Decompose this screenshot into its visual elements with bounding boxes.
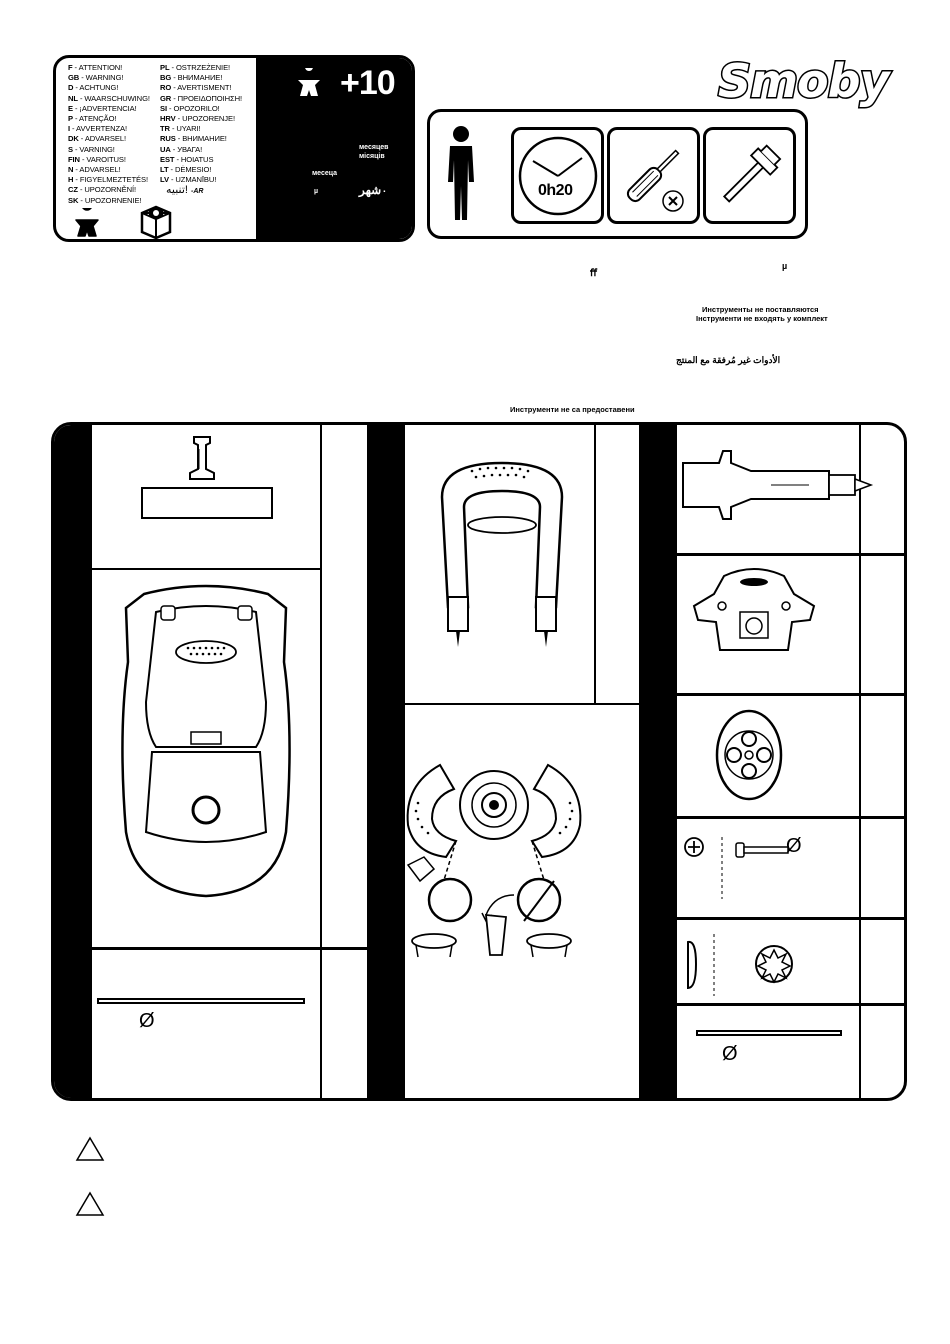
note-mu: µ bbox=[782, 261, 788, 271]
rod-part bbox=[696, 1030, 842, 1036]
warning-line: PL - OSTRZEŻENIE! bbox=[160, 63, 231, 72]
axle-rod bbox=[97, 998, 305, 1004]
months-ar: شهر bbox=[359, 183, 382, 197]
warning-line: RO - AVERTISMENT! bbox=[160, 83, 232, 93]
car-body-part bbox=[121, 584, 291, 898]
warning-line: EST - HOIATUS bbox=[160, 154, 214, 164]
warning-triangle-icon bbox=[75, 1191, 105, 1216]
hammer-tile bbox=[703, 127, 796, 224]
column-strip-2 bbox=[367, 425, 405, 1098]
age-label: +10 bbox=[340, 64, 396, 102]
warning-line: TR - UYARI! bbox=[160, 124, 201, 134]
diameter-symbol: Ø bbox=[722, 1043, 738, 1065]
small-parts-icon bbox=[140, 205, 172, 239]
months-bg: месеца bbox=[312, 170, 338, 177]
warning-line: F - ATTENTION! bbox=[68, 63, 123, 72]
warning-line: NL - WAARSCHUWING! bbox=[68, 93, 150, 103]
label-frame bbox=[141, 487, 273, 519]
warning-list-left: F - ATTENTION! GB - WARNING! D - ACHTUNG… bbox=[68, 63, 168, 206]
warning-line: LV - UZMANĪBU! bbox=[160, 175, 217, 185]
note-tools-bg: Инструменти не са предоставени bbox=[510, 405, 635, 414]
assembly-time: 0h20 bbox=[538, 182, 573, 199]
warning-triangle-icon bbox=[75, 1136, 105, 1161]
child-icon bbox=[75, 208, 99, 237]
dashboard-part bbox=[692, 568, 816, 651]
child-star-icon bbox=[298, 68, 320, 96]
warning-line: HRV - UPOZORENJE! bbox=[160, 114, 235, 124]
warning-line: BG - ВНИМАНИЕ! bbox=[160, 73, 223, 83]
steering-shaft-part bbox=[682, 450, 874, 520]
clock-icon bbox=[518, 136, 598, 216]
warning-line: I - AVVERTENZA! bbox=[68, 124, 127, 134]
parts-grid: Ø bbox=[51, 422, 907, 1101]
warning-line: RUS - ВНИМАНИЕ! bbox=[160, 134, 227, 144]
screwdriver-icon bbox=[626, 149, 684, 212]
column-strip-1 bbox=[54, 425, 92, 1098]
warning-line: CZ - UPOZORNĚNÍ! bbox=[68, 185, 137, 195]
warning-line: H - FIGYELMEZTETÉS! bbox=[68, 175, 148, 185]
adult-icon bbox=[448, 126, 474, 220]
brand-logo: Smoby bbox=[717, 53, 892, 110]
column-strip-3 bbox=[639, 425, 677, 1098]
warning-line: N - ADVARSEL! bbox=[68, 165, 121, 175]
note-tools-ua: Інструменти не входять у комплект bbox=[696, 314, 828, 323]
note-tools-ar: الأدوات غير مُرفقة مع المنتج bbox=[676, 355, 781, 365]
warning-line: SK - UPOZORNENIE! bbox=[68, 195, 142, 205]
diameter-symbol: Ø bbox=[786, 835, 802, 857]
steering-wheel-part bbox=[406, 763, 582, 958]
warning-line: DK - ADVARSEL! bbox=[68, 134, 126, 144]
warning-line: FIN - VAROITUS! bbox=[68, 154, 126, 164]
months-ua: місяців bbox=[359, 153, 385, 160]
dot: . bbox=[383, 184, 386, 195]
months-ru: месяцев bbox=[359, 144, 389, 151]
cap-washer-part bbox=[687, 934, 793, 996]
warning-line: SI - OPOZORILO! bbox=[160, 103, 220, 113]
u-frame-part bbox=[440, 461, 564, 647]
warning-list-right: PL - OSTRZEŻENIE! BG - ВНИМАНИЕ! RO - AV… bbox=[160, 63, 260, 198]
warning-box: F - ATTENTION! GB - WARNING! D - ACHTUNG… bbox=[53, 55, 415, 242]
mu-symbol: µ bbox=[314, 188, 319, 195]
tools-box: 0h20 bbox=[427, 109, 808, 239]
wheel-hub-part bbox=[715, 709, 783, 801]
warning-line-arabic: تنبيه! -AR bbox=[166, 184, 204, 197]
warning-line: LT - DĖMESIO! bbox=[160, 165, 212, 175]
warning-line: E - ¡ADVERTENCIA! bbox=[68, 103, 137, 113]
screw-part bbox=[684, 837, 789, 899]
warning-line: D - ACHTUNG! bbox=[68, 83, 119, 93]
warning-line: UA - УВАГА! bbox=[160, 144, 203, 154]
warning-line: P - ATENÇÃO! bbox=[68, 114, 117, 124]
age-warning-panel: +10 месяцев місяців месеца µ شهر . bbox=[256, 58, 412, 239]
diameter-symbol: Ø bbox=[139, 1010, 155, 1032]
spike-part bbox=[189, 436, 215, 480]
hammer-icon bbox=[722, 144, 782, 203]
warning-line: GB - WARNING! bbox=[68, 73, 124, 83]
warning-line: S - VARNING! bbox=[68, 144, 115, 154]
screwdriver-tile bbox=[607, 127, 700, 224]
warning-line: GR - ΠΡΟΕΙΔΟΠΟΙΗΣΗ! bbox=[160, 93, 242, 103]
note-tools-ru: Инструменты не поставляются bbox=[702, 305, 819, 314]
time-tile: 0h20 bbox=[511, 127, 604, 224]
note-ff: ﬀ bbox=[590, 268, 597, 279]
